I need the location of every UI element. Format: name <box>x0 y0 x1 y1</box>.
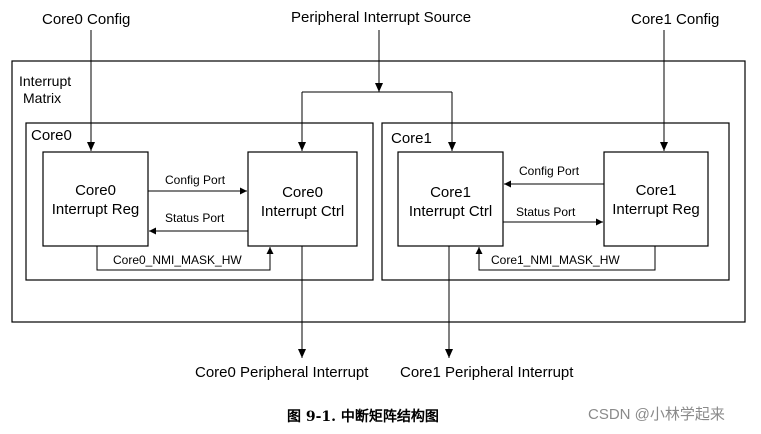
core0-config-port-label: Config Port <box>165 173 226 187</box>
core1-interrupt-reg-box <box>603 151 709 247</box>
core0-status-port-label: Status Port <box>165 211 225 225</box>
core1-config-label: Core1 Config <box>631 11 720 28</box>
core1-peripheral-interrupt-label: Core1 Peripheral Interrupt <box>400 364 574 381</box>
core1-interrupt-ctrl-box <box>397 151 504 247</box>
core1-ctrl-line1: Core1 <box>430 184 471 201</box>
interrupt-matrix-title-line2: Matrix <box>23 90 62 106</box>
csdn-watermark: CSDN @小林学起来 <box>588 406 725 423</box>
core1-title: Core1 <box>391 130 432 147</box>
core0-frame <box>25 122 374 281</box>
core0-interrupt-reg-text: Core0 Interrupt Reg <box>43 181 148 219</box>
core1-reg-line2: Interrupt Reg <box>612 201 700 218</box>
core1-status-port-label: Status Port <box>516 205 576 219</box>
core1-frame <box>381 122 730 281</box>
core1-interrupt-ctrl-text: Core1 Interrupt Ctrl <box>398 183 503 221</box>
core0-nmi-mask-label: Core0_NMI_MASK_HW <box>113 253 242 267</box>
core0-interrupt-reg-box <box>42 151 149 247</box>
core0-reg-line1: Core0 <box>75 182 116 199</box>
peripheral-source-label: Peripheral Interrupt Source <box>291 9 472 26</box>
core1-ctrl-line2: Interrupt Ctrl <box>408 203 493 220</box>
core0-title: Core0 <box>31 127 72 144</box>
figure-caption: 图 9-1. 中断矩阵结构图 <box>287 409 439 425</box>
core1-reg-line1: Core1 <box>635 182 677 199</box>
core0-peripheral-interrupt-label: Core0 Peripheral Interrupt <box>195 364 369 381</box>
core0-nmi-mask-line <box>96 246 274 271</box>
core1-interrupt-reg-text: Core1 Interrupt Reg <box>604 181 708 219</box>
core0-ctrl-line2: Interrupt Ctrl <box>260 203 345 220</box>
core0-reg-line2: Interrupt Reg <box>51 201 140 218</box>
core1-nmi-mask-label: Core1_NMI_MASK_HW <box>491 253 620 267</box>
core0-config-label: Core0 Config <box>42 11 131 28</box>
interrupt-matrix-title-line1: Interrupt <box>19 73 72 89</box>
core1-config-port-label: Config Port <box>519 164 580 178</box>
interrupt-matrix-title: Interrupt Matrix <box>19 73 71 107</box>
core0-ctrl-line1: Core0 <box>282 184 323 201</box>
core1-nmi-mask-line <box>475 246 656 271</box>
core0-interrupt-ctrl-text: Core0 Interrupt Ctrl <box>248 183 357 221</box>
